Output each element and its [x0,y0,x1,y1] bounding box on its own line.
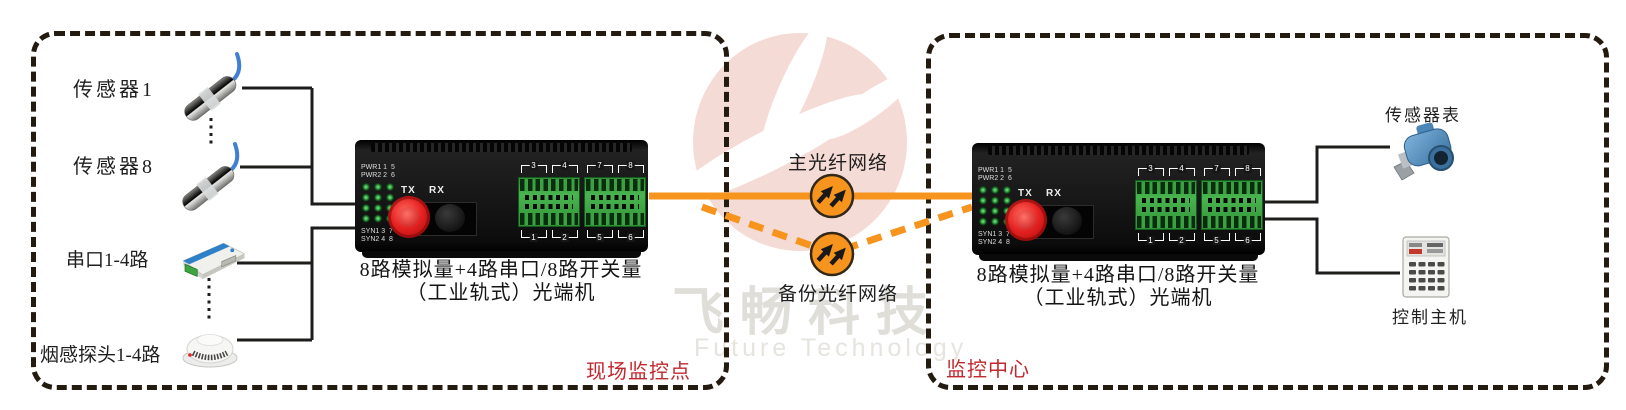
tx-fiber-port [388,196,430,238]
terminal-block [1201,180,1263,230]
tx-label: TX [1018,188,1033,199]
led-label: PWR2 2 6 [978,175,1012,182]
backup-fiber-label: 备份光纤网络 [778,284,899,305]
port-numbers: 7 8 [1201,164,1263,176]
rx-label: RX [1046,188,1062,199]
fiber-converter-device: PWR1 1 5 PWR2 2 6 SYN1 3 7 SYN2 4 8 TX R… [972,143,1265,261]
rx-fiber-port [1052,207,1082,235]
connector-lower-bus [310,226,357,340]
device-caption-line1: 8路模拟量+4路串口/8路开关量 [976,264,1260,286]
right-connector-lines [1265,145,1400,275]
terminal-block [518,177,580,227]
terminal-block [1135,180,1197,230]
right-device-caption: 8路模拟量+4路串口/8路开关量 （工业轨式）光端机 [948,264,1288,310]
serial-label: 串口1-4路 [66,250,149,271]
device-caption-line2: （工业轨式）光端机 [406,282,596,304]
primary-fiber-label: 主光纤网络 [788,153,889,174]
port-numbers: 3 4 [518,161,580,173]
tx-fiber-port [1005,199,1047,241]
connector-sensor-bus [310,88,357,206]
site-zone-box [31,31,729,390]
control-host-icon [1402,236,1450,298]
port-numbers: 3 4 [1135,164,1197,176]
sensor8-label: 传感器8 [73,156,155,178]
led-label: SYN1 3 7 [978,231,1010,238]
device-vent [371,143,632,152]
control-host-label: 控制主机 [1392,308,1468,327]
led-label: SYN1 3 7 [361,228,393,235]
serial-device-icon [182,242,246,280]
port-numbers: 7 8 [584,161,646,173]
rx-label: RX [429,185,445,196]
fiber-node-icon [809,173,855,219]
port-numbers: 5 6 [584,230,646,242]
led-label: PWR1 1 5 [361,164,395,171]
smoke-label: 烟感探头1-4路 [40,345,161,366]
sensor-meter-icon [1393,123,1454,181]
device-caption-line2: （工业轨式）光端机 [1023,287,1213,309]
center-zone-box [926,33,1609,390]
device-caption-line1: 8路模拟量+4路串口/8路开关量 [359,259,643,281]
terminal-block [584,177,646,227]
smoke-detector-icon [182,334,238,368]
rx-fiber-port [435,204,465,232]
sensor1-label: 传感器1 [73,79,155,101]
left-connector-lines [237,86,357,342]
led-label: PWR2 2 6 [361,172,395,179]
led-label: SYN2 4 8 [978,239,1010,246]
sensor-probe-icon [184,52,242,121]
watermark-company-name: 飞畅科技 [672,285,945,342]
led-label: PWR1 1 5 [978,167,1012,174]
site-zone-tag: 现场监控点 [586,361,691,383]
watermark-company-slogan: Future Technology [694,334,968,362]
left-device-caption: 8路模拟量+4路串口/8路开关量 （工业轨式）光端机 [331,259,671,305]
sensor-probe-icon [182,142,240,211]
device-vent [988,146,1249,155]
center-zone-tag: 监控中心 [946,359,1030,381]
port-numbers: 1 2 [1135,233,1197,245]
connector-sensor-meter [1265,145,1390,204]
tx-label: TX [401,185,416,196]
port-numbers: 1 2 [518,230,580,242]
fiber-converter-device: PWR1 1 5 PWR2 2 6 SYN1 3 7 SYN2 4 8 TX R… [355,140,648,258]
fiber-node-icon [809,231,855,277]
led-label: SYN2 4 8 [361,236,393,243]
ellipsis-dotted-links [207,118,213,323]
connector-control-host [1265,217,1400,275]
port-numbers: 5 6 [1201,233,1263,245]
sensor-meter-label: 传感器表 [1385,106,1461,125]
